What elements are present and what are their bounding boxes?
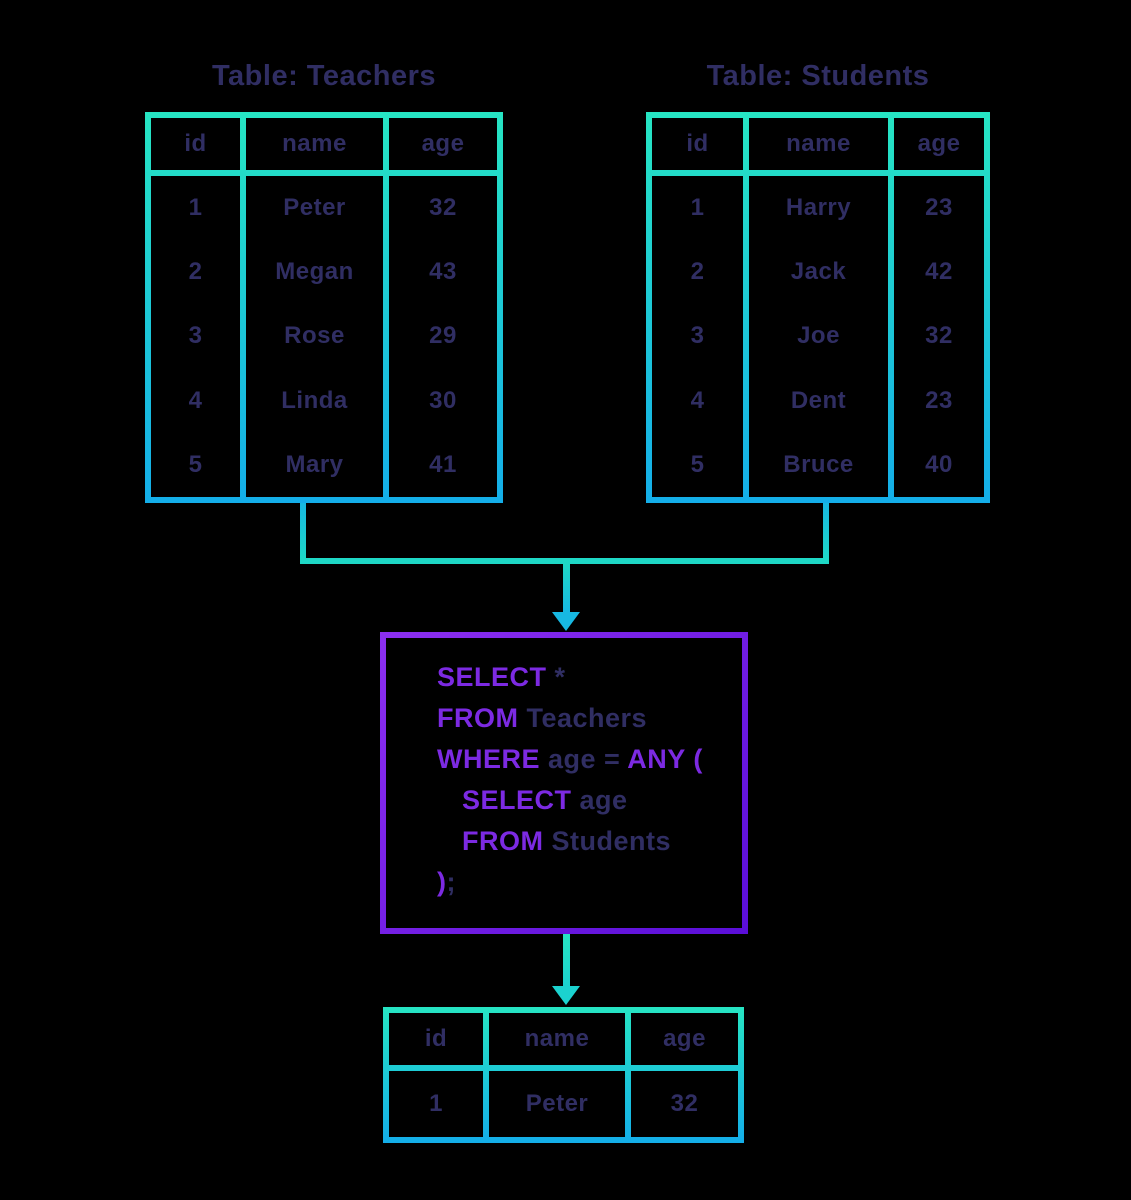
table-cell: Peter	[525, 1090, 589, 1117]
sql-code-line: FROM Teachers	[437, 703, 742, 744]
students-table-title: Table: Students	[706, 60, 930, 92]
table-cell: 32	[925, 322, 953, 350]
table-cell: 32	[670, 1090, 699, 1117]
table-cell: Harry	[785, 194, 852, 222]
sql-code-line: WHERE age = ANY (	[437, 744, 742, 785]
column-header: id	[389, 1013, 483, 1065]
table-cell: Jack	[790, 258, 847, 286]
sql-code-line: SELECT *	[437, 662, 742, 703]
result-arrow-line	[563, 934, 570, 986]
table-cell: 40	[925, 450, 953, 478]
table-cell: 4	[690, 386, 705, 414]
sql-keyword: SELECT	[437, 662, 547, 692]
sql-keyword: FROM	[437, 703, 519, 733]
table-cell: 1	[690, 194, 705, 222]
table-cell: Peter	[283, 194, 346, 222]
column-values: 1	[389, 1071, 483, 1137]
sql-text: age	[571, 785, 628, 815]
column-header: name	[749, 118, 888, 170]
table-cell: 30	[429, 386, 457, 414]
column-header: id	[151, 118, 240, 170]
table-cell: 29	[429, 322, 457, 350]
table-cell: 3	[690, 322, 705, 350]
table-cell: 41	[429, 450, 457, 478]
column-values: 23 42 32 23 40	[894, 176, 984, 497]
sql-code-line: );	[437, 867, 742, 908]
table-cell: 2	[188, 258, 203, 286]
column-values: 32 43 29 30 41	[389, 176, 497, 497]
column-values: 32	[631, 1071, 738, 1137]
sql-keyword: ANY (	[627, 744, 703, 774]
sql-text: age =	[540, 744, 628, 774]
arrow-down-icon	[552, 986, 580, 1005]
table-cell: Linda	[281, 386, 348, 414]
teachers-table-title: Table: Teachers	[211, 60, 436, 92]
table-cell: 42	[925, 258, 953, 286]
column-header: age	[894, 118, 984, 170]
sql-keyword: SELECT	[462, 785, 572, 815]
column-values: 1 2 3 4 5	[151, 176, 240, 497]
sql-keyword: )	[437, 867, 447, 897]
table-cell: 1	[188, 194, 203, 222]
column-header: age	[631, 1013, 738, 1065]
sql-text: Teachers	[518, 703, 648, 733]
table-cell: Bruce	[783, 450, 854, 478]
table-cell: 4	[188, 386, 203, 414]
arrow-down-icon	[552, 612, 580, 631]
students-connector-line	[823, 503, 829, 561]
column-header: age	[389, 118, 497, 170]
sql-keyword: WHERE	[437, 744, 540, 774]
table-cell: 23	[925, 194, 953, 222]
merge-connector-line	[300, 558, 829, 564]
table-cell: 2	[690, 258, 705, 286]
teachers-connector-line	[300, 503, 306, 561]
column-values: Peter	[489, 1071, 625, 1137]
table-cell: Joe	[797, 322, 840, 350]
query-arrow-line	[563, 564, 570, 612]
table-cell: 3	[188, 322, 203, 350]
table-cell: 5	[690, 450, 705, 478]
table-cell: 43	[429, 258, 457, 286]
table-cell: Megan	[275, 258, 354, 286]
sql-keyword: FROM	[462, 826, 544, 856]
sql-text: ;	[446, 867, 456, 897]
table-cell: 1	[429, 1090, 443, 1117]
table-cell: 32	[429, 194, 457, 222]
table-cell: Mary	[285, 450, 344, 478]
table-cell: 5	[188, 450, 203, 478]
column-header: id	[652, 118, 743, 170]
sql-text: Students	[543, 826, 671, 856]
column-values: 1 2 3 4 5	[652, 176, 743, 497]
sql-text: *	[546, 662, 566, 692]
sql-code-line: FROM Students	[462, 826, 742, 867]
table-cell: Dent	[790, 386, 847, 414]
column-header: name	[246, 118, 383, 170]
table-cell: Rose	[284, 322, 345, 350]
column-header: name	[489, 1013, 625, 1065]
table-cell: 23	[925, 386, 953, 414]
sql-code-line: SELECT age	[462, 785, 742, 826]
